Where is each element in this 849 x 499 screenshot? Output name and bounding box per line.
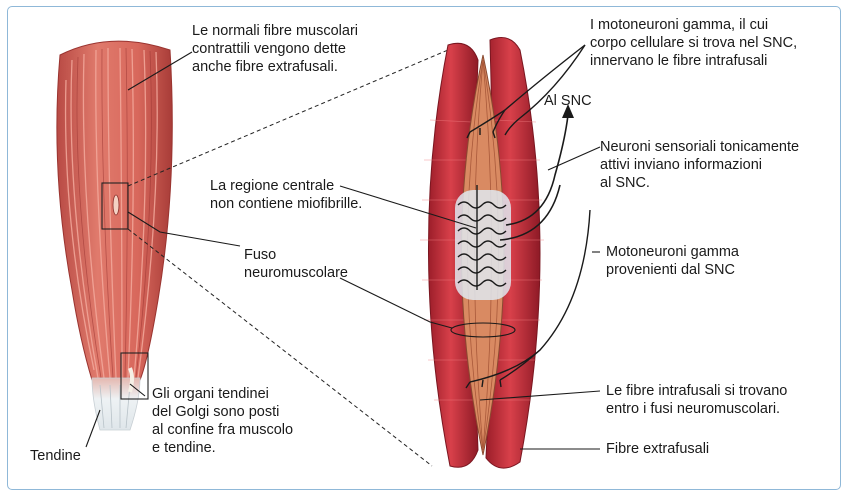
sensory-neuron-path (499, 114, 569, 241)
spindle-in-muscle (112, 194, 120, 216)
tendon (91, 377, 141, 431)
gamma-motoneurons-top (466, 44, 586, 139)
spindle-capsule-ring (450, 322, 516, 338)
label-central-region: La regione centrale non contiene miofibr… (210, 178, 363, 212)
sensory-endings (457, 185, 507, 290)
label-muscle-spindle: Fuso neuromuscolare (244, 247, 348, 281)
spindle-box (101, 182, 129, 230)
leader-lines (85, 51, 601, 450)
label-intrafusal-fibers: Le fibre intrafusali si trovano entro i … (606, 383, 788, 417)
arrow-to-cns-icon (562, 104, 574, 118)
label-gamma-from-cns: Motoneuroni gamma provenienti dal SNC (606, 244, 739, 278)
golgi-box (120, 352, 149, 400)
label-extrafusal-fibers: Fibre extrafusali (606, 441, 710, 457)
label-gamma-cell-body: I motoneuroni gamma, il cui corpo cellul… (590, 17, 798, 69)
label-tendon: Tendine (30, 448, 81, 464)
zoom-lines (127, 49, 449, 467)
label-sensory-neurons: Neuroni sensoriali tonicamente attivi in… (600, 139, 800, 191)
golgi-organ (128, 367, 134, 393)
extrafusal-fiber-left (420, 42, 479, 468)
label-golgi-organs: Gli organi tendinei del Golgi sono posti… (152, 386, 294, 456)
label-extrafusal-note: Le normali fibre muscolari contrattili v… (192, 23, 359, 75)
gamma-motoneurons-bottom (465, 209, 591, 389)
label-to-cns: Al SNC (544, 93, 592, 109)
